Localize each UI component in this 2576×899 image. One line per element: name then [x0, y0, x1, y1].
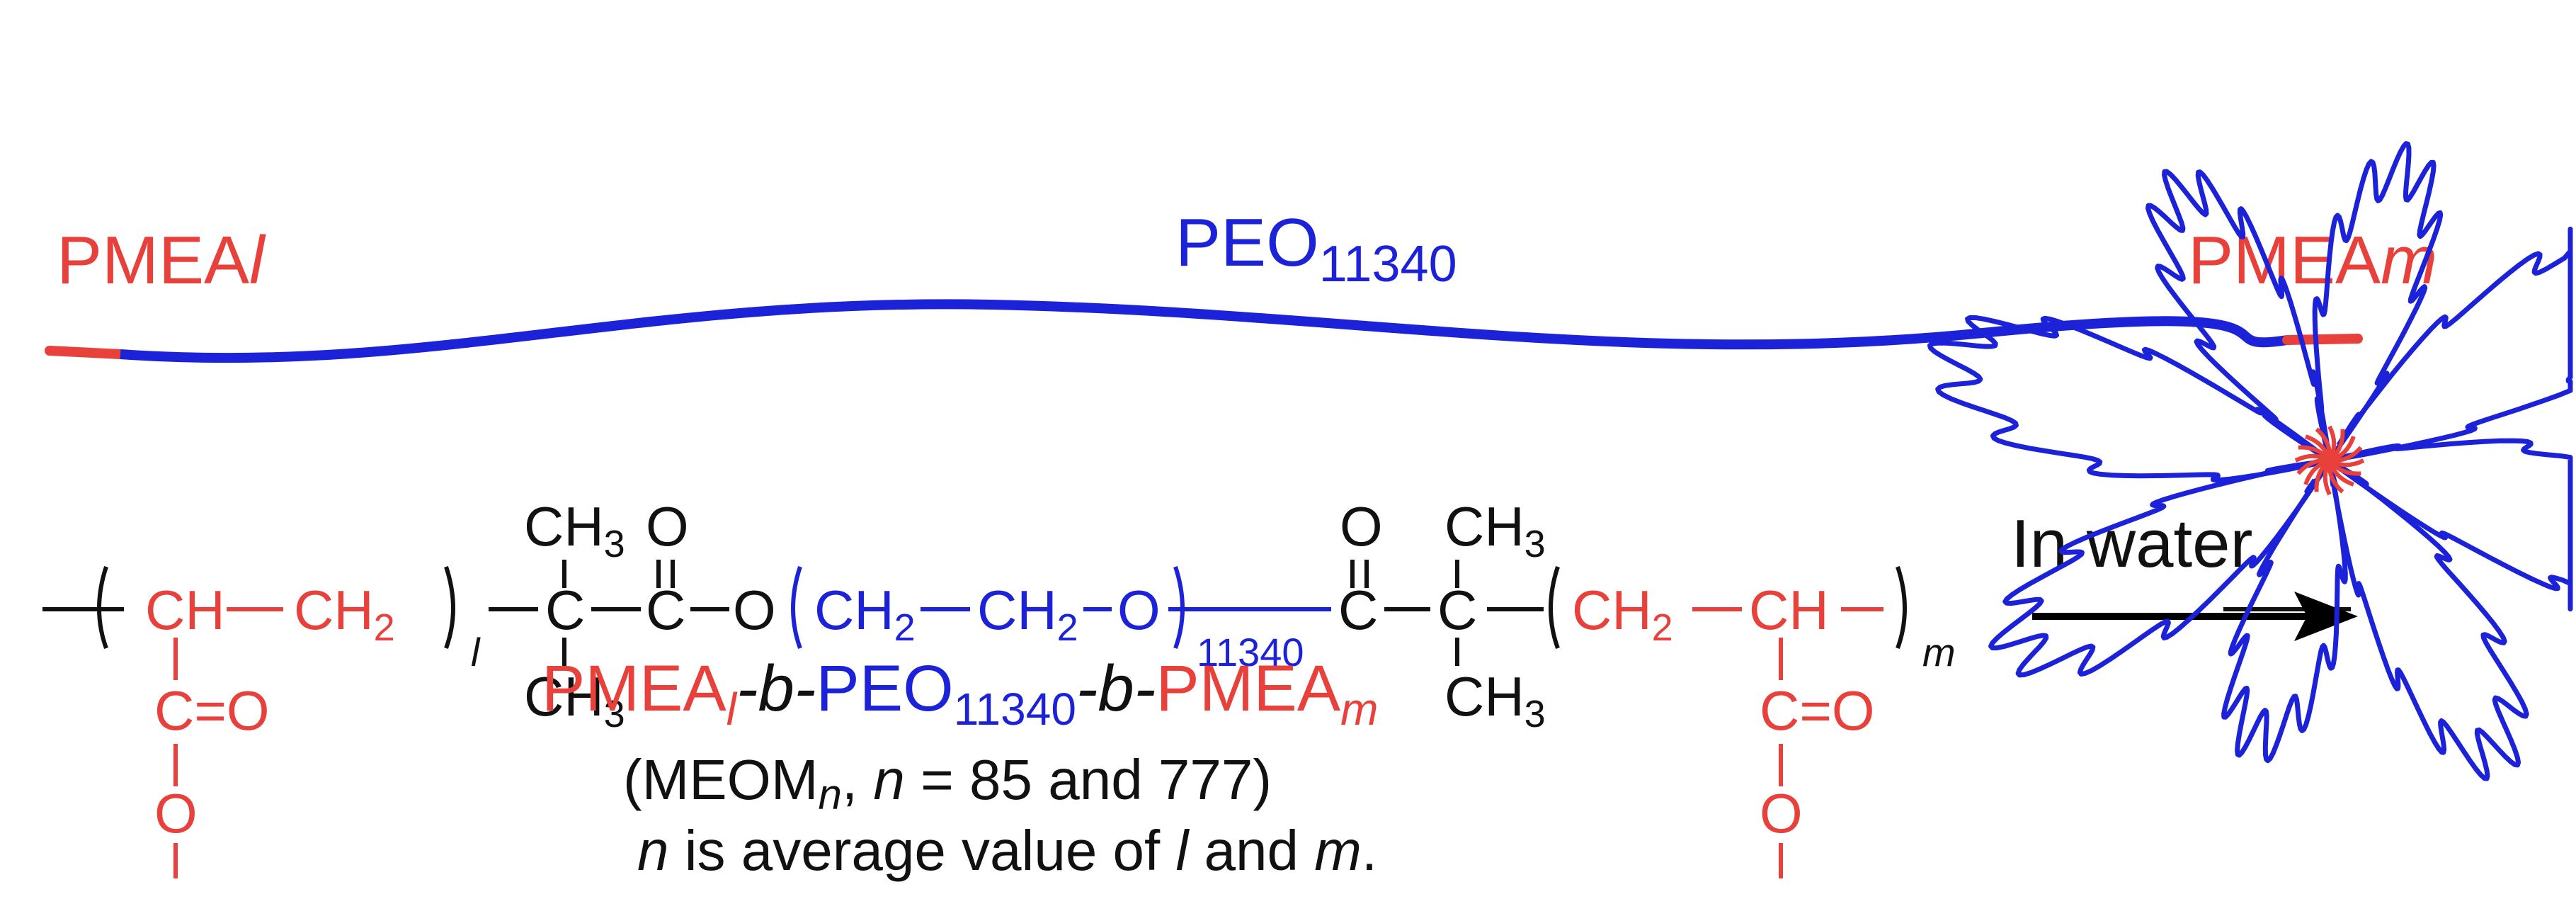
subscript-m: m [1922, 630, 1956, 674]
peo-ch2-b: CH2 [977, 579, 1078, 649]
right-carbonyl: C=O [1760, 679, 1875, 742]
peo-loop [2221, 469, 2348, 764]
left-ch3-bottom: CH3 [524, 665, 625, 735]
right-ch3-top: CH3 [1444, 495, 1546, 565]
peo-loop [1988, 458, 2332, 678]
flower-micelle-icon [1927, 141, 2573, 781]
right-ether-o: O [1760, 782, 1803, 844]
left-carbonyl: C=O [154, 679, 270, 742]
caption-line-2: (MEOMn, n = 85 and 777) [623, 748, 1272, 818]
left-ester-c: C [646, 579, 685, 641]
pmea-left-segment [45, 346, 125, 359]
peo-ch2-a: CH2 [814, 579, 916, 649]
left-ch3-top: CH3 [524, 495, 625, 565]
chemical-structure: CH CH2 l C=O O C CH3 CH3 C O O CH2 CH2 O [42, 495, 2351, 878]
left-bracket-open [97, 566, 108, 650]
right-ester-c: C [1338, 579, 1378, 641]
right-ch: CH [1749, 579, 1829, 641]
pmea-right-segment [2282, 334, 2363, 345]
right-arrow-icon [2032, 592, 2358, 641]
copolymer-formula-line: PMEAl-b-PEO11340-b-PMEAm [542, 652, 1378, 735]
pmea-right-label: PMEAm [2188, 222, 2437, 298]
right-ch2: CH2 [1572, 579, 1673, 649]
subscript-l: l [471, 630, 481, 674]
left-quat-c: C [545, 579, 585, 641]
right-ester-o-double: O [1340, 495, 1383, 558]
peo-loop [2329, 470, 2529, 781]
peo-loop [2336, 226, 2573, 461]
left-bracket-close [444, 566, 455, 650]
pmea-left-label: PMEAl [57, 222, 266, 298]
peo-loop [1927, 315, 2350, 483]
right-bracket-close [1896, 566, 1907, 650]
right-quat-c: C [1437, 579, 1477, 641]
peo-chain-line [120, 299, 2289, 363]
pmea-core-strand [2329, 446, 2363, 463]
peo-o: O [1117, 579, 1161, 641]
peo-loop [2145, 169, 2354, 487]
subscript-11340: 11340 [1197, 630, 1304, 674]
peo-loop [2312, 141, 2444, 472]
right-ch3-bottom: CH3 [1444, 665, 1546, 735]
peo-loop [2325, 438, 2573, 612]
right-bracket-open [1549, 566, 1560, 650]
left-ester-o: O [733, 579, 776, 641]
peo-label: PEO11340 [1175, 205, 1457, 293]
left-ester-o-double: O [646, 495, 689, 558]
left-ch2: CH2 [294, 579, 395, 649]
left-ch: CH [145, 579, 225, 641]
caption-line-3: n is average value of l and m. [637, 819, 1377, 882]
left-ether-o: O [154, 782, 198, 844]
